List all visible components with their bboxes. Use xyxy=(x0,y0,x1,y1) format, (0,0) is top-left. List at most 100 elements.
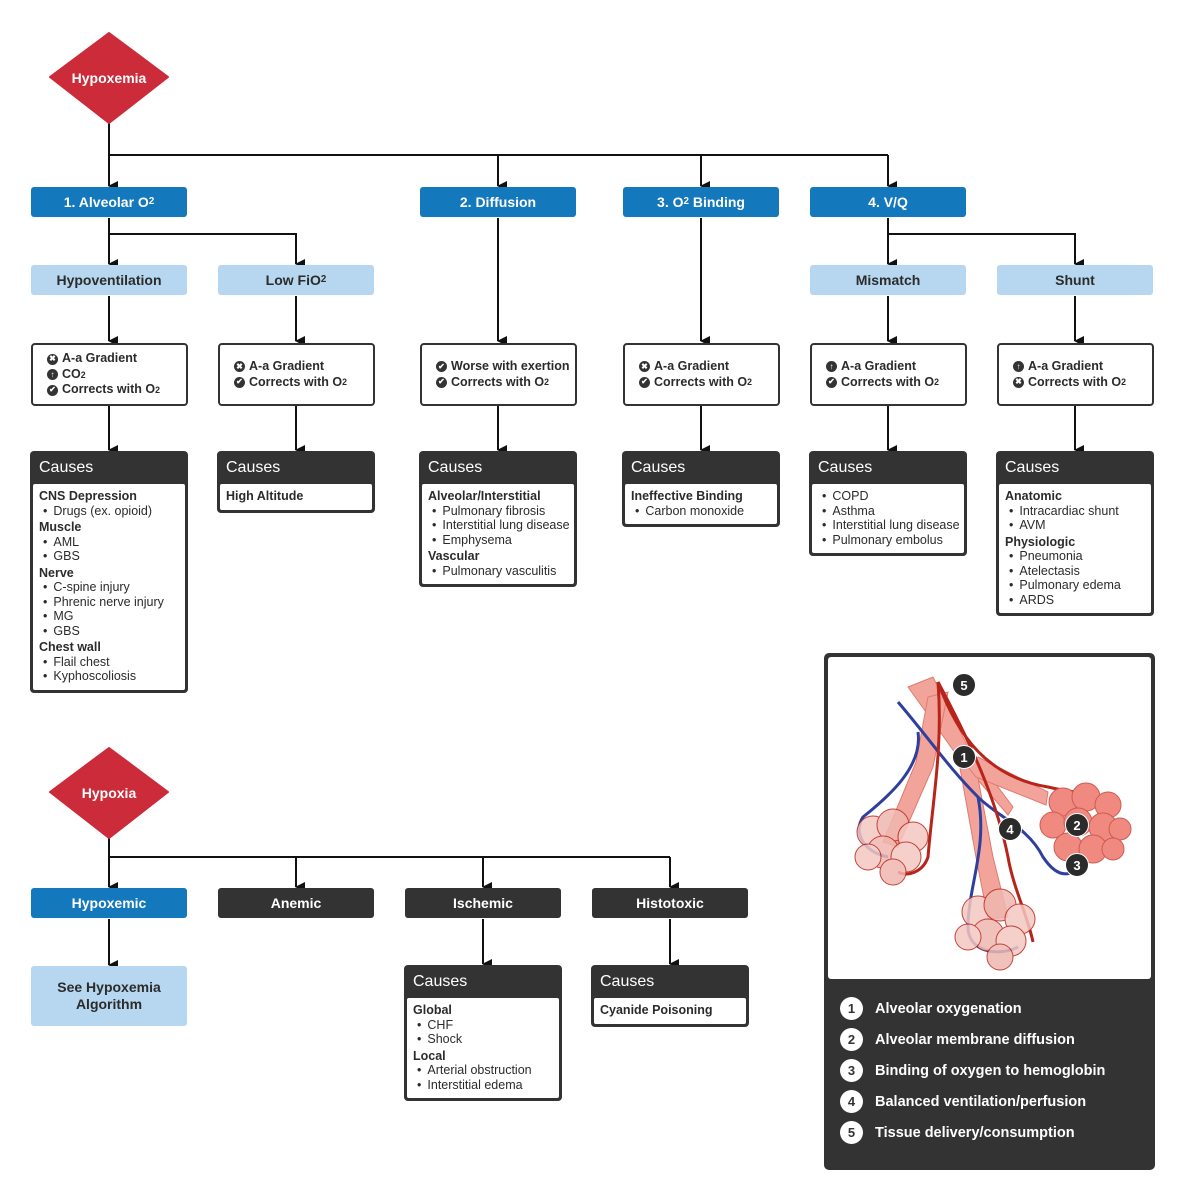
causes-ischemic: CausesGlobalCHFShockLocalArterial obstru… xyxy=(404,965,562,1101)
causes-list: COPDAsthmaInterstitial lung diseasePulmo… xyxy=(812,484,964,553)
marker-5: 5 xyxy=(952,673,976,697)
check-circle-icon: ✔ xyxy=(826,376,837,388)
x-circle-icon: ✖ xyxy=(47,353,58,365)
criteria-text: CO xyxy=(62,366,81,381)
causes-list: GlobalCHFShockLocalArterial obstructionI… xyxy=(407,998,559,1098)
causes-group: Anatomic xyxy=(1005,489,1062,503)
causes-list: AnatomicIntracardiac shuntAVMPhysiologic… xyxy=(999,484,1151,613)
causes-item: Intracardiac shunt xyxy=(1005,504,1145,519)
criteria-text: Worse with exertion xyxy=(451,359,570,373)
legend-text: Alveolar oxygenation xyxy=(875,1000,1022,1017)
legend-number: 1 xyxy=(840,997,863,1020)
causes-group: Cyanide Poisoning xyxy=(600,1003,713,1017)
arrow-up-circle-icon: ↑ xyxy=(1013,361,1024,373)
hypoxia-title: Hypoxia xyxy=(81,785,137,801)
marker-1: 1 xyxy=(952,745,976,769)
hypoxia-anemic[interactable]: Anemic xyxy=(218,888,374,918)
category-vq[interactable]: 4. V/Q xyxy=(810,187,966,217)
causes-item: COPD xyxy=(818,489,958,504)
subtype-shunt[interactable]: Shunt xyxy=(997,265,1153,295)
marker-2: 2 xyxy=(1065,813,1089,837)
criteria-row: ✖A-a Gradient xyxy=(47,351,186,367)
legend-text: Binding of oxygen to hemoglobin xyxy=(875,1062,1106,1079)
causes-header: Causes xyxy=(413,972,468,990)
causes-list: CNS DepressionDrugs (ex. opioid)MuscleAM… xyxy=(33,484,185,690)
causes-item: MG xyxy=(39,609,179,624)
check-circle-icon: ✔ xyxy=(436,376,447,388)
causes-item: Kyphoscoliosis xyxy=(39,669,179,684)
criteria-text: Corrects with O xyxy=(841,374,935,389)
see-hypoxemia-algorithm[interactable]: See Hypoxemia Algorithm xyxy=(31,966,187,1026)
causes-list: Ineffective BindingCarbon monoxide xyxy=(625,484,777,524)
check-circle-icon: ✔ xyxy=(436,361,447,373)
causes-item: Carbon monoxide xyxy=(631,504,771,519)
causes-item: Drugs (ex. opioid) xyxy=(39,504,179,519)
causes-shunt: CausesAnatomicIntracardiac shuntAVMPhysi… xyxy=(996,451,1154,616)
criteria-row: ✔ Worse with exertion xyxy=(436,359,575,375)
criteria-text: A-a Gradient xyxy=(1028,359,1104,373)
causes-group: Ineffective Binding xyxy=(631,489,743,503)
causes-header: Causes xyxy=(39,458,94,476)
hypoxemia-title: Hypoxemia xyxy=(71,70,147,86)
criteria-text: Corrects with O xyxy=(451,374,545,389)
hypoxia-histotoxic[interactable]: Histotoxic xyxy=(592,888,748,918)
causes-header: Causes xyxy=(818,458,873,476)
causes-item: Pulmonary vasculitis xyxy=(428,564,568,579)
legend-text: Alveolar membrane diffusion xyxy=(875,1031,1075,1048)
causes-group: CNS Depression xyxy=(39,489,137,503)
criteria-text: Corrects with O xyxy=(249,374,343,389)
causes-item: C-spine injury xyxy=(39,580,179,595)
criteria-row: ↑A-a Gradient xyxy=(826,359,965,375)
causes-header: Causes xyxy=(1005,458,1060,476)
check-circle-icon: ✔ xyxy=(234,376,245,388)
marker-4: 4 xyxy=(998,817,1022,841)
check-circle-icon: ✔ xyxy=(47,384,58,396)
causes-item: Atelectasis xyxy=(1005,564,1145,579)
causes-header: Causes xyxy=(631,458,686,476)
causes-header: Causes xyxy=(226,458,281,476)
legend-number: 3 xyxy=(840,1059,863,1082)
criteria-text: Corrects with O xyxy=(654,374,748,389)
hypoxemia-diamond: Hypoxemia xyxy=(49,32,169,124)
hypoxia-hypoxemic[interactable]: Hypoxemic xyxy=(31,888,187,918)
legend-text: Balanced ventilation/perfusion xyxy=(875,1093,1087,1110)
causes-item: Pneumonia xyxy=(1005,549,1145,564)
arrow-up-circle-icon: ↑ xyxy=(826,361,837,373)
causes-item: ARDS xyxy=(1005,593,1145,608)
check-circle-icon: ✔ xyxy=(639,376,650,388)
subtype-hypoventilation[interactable]: Hypoventilation xyxy=(31,265,187,295)
causes-item: Interstitial edema xyxy=(413,1078,553,1093)
subtype-mismatch[interactable]: Mismatch xyxy=(810,265,966,295)
arrow-up-circle-icon: ↑ xyxy=(47,369,58,380)
causes-item: AML xyxy=(39,535,179,550)
causes-group: Muscle xyxy=(39,520,82,534)
causes-list: Cyanide Poisoning xyxy=(594,998,746,1024)
criteria-text: Corrects with O xyxy=(1028,374,1122,389)
causes-item: Arterial obstruction xyxy=(413,1063,553,1078)
causes-group: Global xyxy=(413,1003,452,1017)
hypoxia-ischemic[interactable]: Ischemic xyxy=(405,888,561,918)
causes-item: CHF xyxy=(413,1018,553,1033)
category-diffusion[interactable]: 2. Diffusion xyxy=(420,187,576,217)
